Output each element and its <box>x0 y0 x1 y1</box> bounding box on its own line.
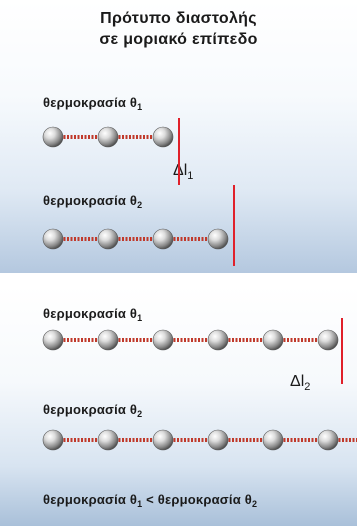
caption: θερμοκρασία θ1 < θερμοκρασία θ2 <box>43 492 258 509</box>
top-delta-label: Δl1 <box>173 162 194 182</box>
bottom-chain-1-molecule <box>262 329 284 351</box>
bottom-chain-1-molecule <box>152 329 174 351</box>
title-line-2: σε μοριακό επίπεδο <box>99 31 258 48</box>
bottom-chain-2-molecule <box>207 429 229 451</box>
top-label-temp-1: θερμοκρασία θ1 <box>43 95 143 112</box>
top-chain-2-molecule <box>207 228 229 250</box>
bottom-chain-2-molecule <box>317 429 339 451</box>
bottom-chain-2-molecule <box>262 429 284 451</box>
bottom-delta-label: Δl2 <box>290 373 311 393</box>
top-label-temp-2: θερμοκρασία θ2 <box>43 193 143 210</box>
bottom-chain-2-molecule <box>152 429 174 451</box>
title-line-1: Πρότυπο διαστολής <box>100 10 257 27</box>
top-chain-1-molecule <box>97 126 119 148</box>
bottom-chain-1-molecule <box>97 329 119 351</box>
bottom-label-temp-1: θερμοκρασία θ1 <box>43 306 143 323</box>
top-chain-2-molecule <box>97 228 119 250</box>
bottom-chain-1-molecule <box>317 329 339 351</box>
bottom-chain-1-molecule <box>207 329 229 351</box>
bottom-chain-2-molecule <box>42 429 64 451</box>
top-chain-2-molecule <box>152 228 174 250</box>
top-chain-1-molecule <box>152 126 174 148</box>
bottom-panel <box>0 286 357 526</box>
top-chain-1-molecule <box>42 126 64 148</box>
bottom-label-temp-2: θερμοκρασία θ2 <box>43 402 143 419</box>
bottom-chain-1-molecule <box>42 329 64 351</box>
top-chain-2-molecule <box>42 228 64 250</box>
bottom-chain-2-molecule <box>97 429 119 451</box>
